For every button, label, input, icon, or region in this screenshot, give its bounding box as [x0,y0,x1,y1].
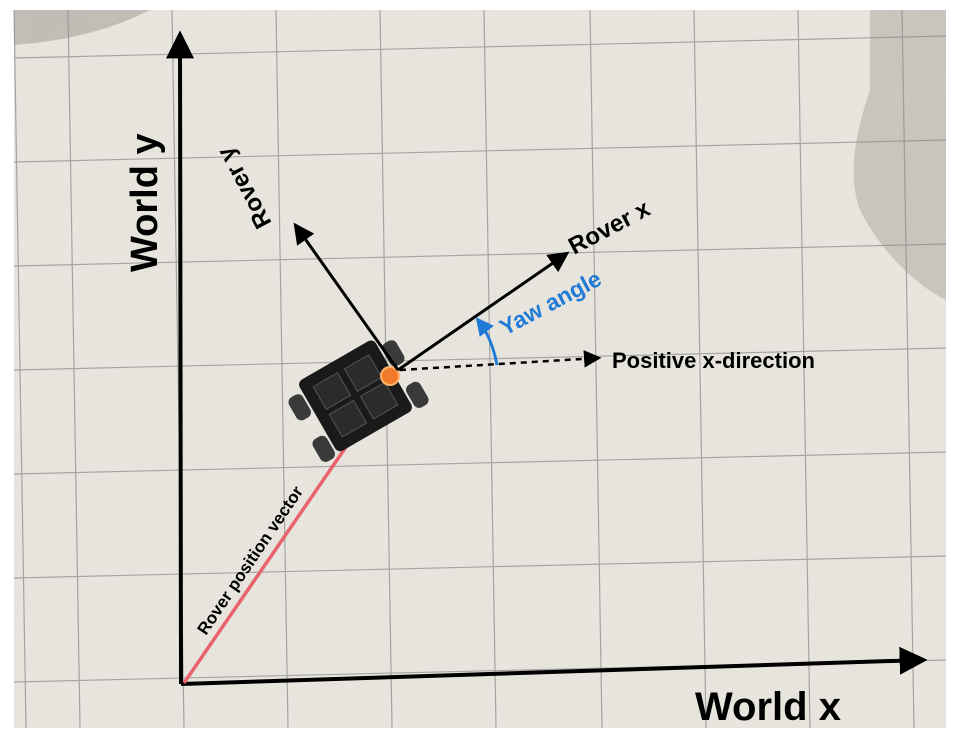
grid-line-horizontal [13,555,947,579]
grid-line-vertical [275,9,289,729]
grid-line-vertical [13,9,27,729]
rover-panel [312,372,352,410]
rover-wheel [406,381,429,408]
grid-line-horizontal [13,139,947,163]
grid-line-vertical [483,9,497,729]
positive-x-direction-label: Positive x-direction [612,348,815,373]
rover-panel [328,399,368,438]
grid-line-horizontal [13,451,947,475]
rover [288,340,429,462]
rover-panel [359,381,399,420]
rover-chassis [299,340,412,452]
positive-x-direction-line [399,350,602,372]
rover-wheel [312,435,335,462]
grid-line-vertical [797,9,811,729]
world-y-axis [166,30,195,685]
rover-wheel [382,340,405,367]
yaw-angle-arc [475,317,499,366]
grid-line-vertical [901,9,915,729]
rover-center-marker [380,366,400,386]
rover-x-axis [397,251,570,372]
terrain-texture [14,10,946,728]
world-y-label: World y [124,133,166,272]
grid-line-vertical [589,9,603,729]
world-x-label: World x [695,685,841,729]
rover-y-axis [293,222,400,371]
terrain-rock-right [853,10,946,300]
grid-line-horizontal [13,347,947,371]
grid-line-vertical [693,9,707,729]
grid-line-horizontal [13,243,947,267]
world-x-axis [180,646,928,686]
rover-wheel [288,394,311,421]
rover-panel [343,354,383,392]
terrain-shadow-top-left [14,10,150,45]
